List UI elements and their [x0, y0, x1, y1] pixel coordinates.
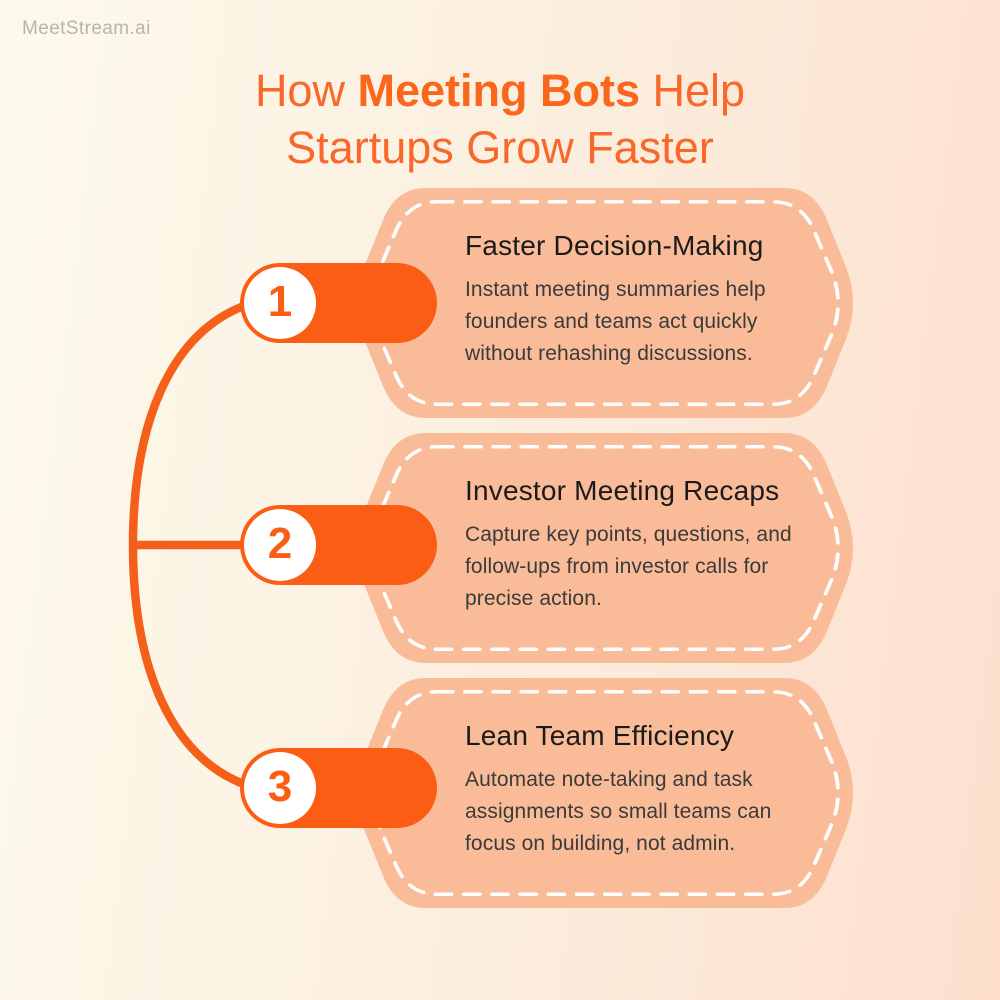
brand-logo: MeetStream.ai: [22, 18, 151, 39]
card-3-tag-shape: [357, 678, 853, 908]
step-pill-1: 1: [240, 263, 437, 343]
step-number-2: 2: [267, 519, 293, 568]
step-pill-3: 3: [240, 748, 437, 828]
step-number-circle-2: 2: [244, 509, 316, 581]
card-1-heading: Faster Decision-Making: [465, 230, 764, 261]
card-2-heading: Investor Meeting Recaps: [465, 475, 780, 506]
step-number-circle-3: 3: [244, 752, 316, 824]
step-number-circle-1: 1: [244, 267, 316, 339]
step-number-3: 3: [267, 762, 293, 811]
card-3-content: Lean Team Efficiency Automate note-takin…: [465, 720, 827, 860]
bracket-curve: [128, 298, 257, 792]
card-1-body: Instant meeting summaries help founders …: [465, 278, 766, 365]
title-line1-bold: Meeting Bots: [357, 65, 640, 116]
card-1-tag-shape: [357, 188, 853, 418]
card-2-body: Capture key points, questions, and follo…: [465, 523, 792, 610]
title-line1-pre: How: [254, 65, 358, 116]
card-2-tag-shape: [357, 433, 853, 663]
page-title: How Meeting Bots Help Startups Grow Fast…: [0, 62, 1000, 176]
step-number-1: 1: [267, 277, 293, 326]
card-3-body: Automate note-taking and task assignment…: [465, 768, 772, 855]
card-3-heading: Lean Team Efficiency: [465, 720, 735, 751]
card-2-content: Investor Meeting Recaps Capture key poin…: [465, 475, 827, 615]
title-line1-post: Help: [639, 65, 746, 116]
card-1-content: Faster Decision-Making Instant meeting s…: [465, 230, 827, 370]
step-pill-2: 2: [240, 505, 437, 585]
title-line2: Startups Grow Faster: [286, 122, 714, 174]
